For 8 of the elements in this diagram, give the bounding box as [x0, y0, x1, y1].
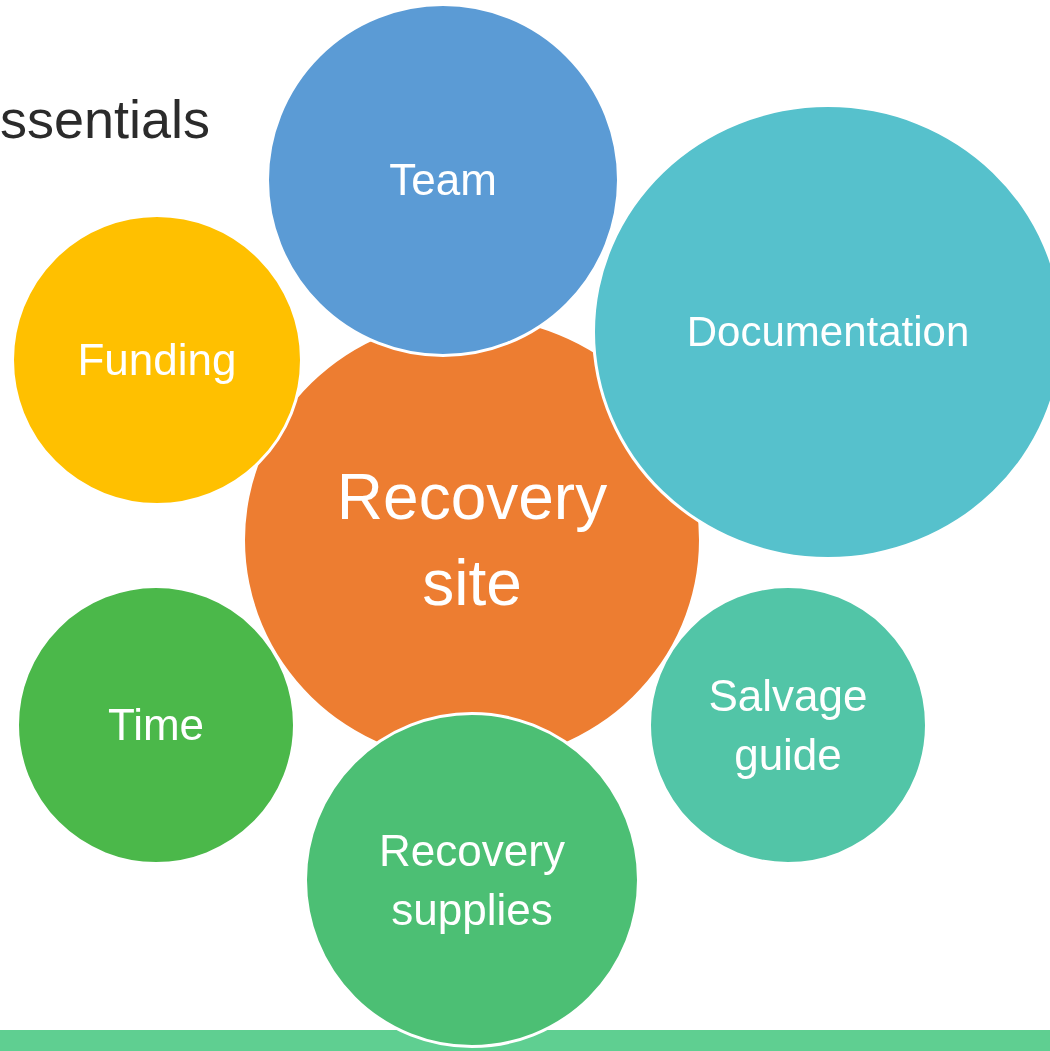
bubble-label: Funding — [76, 334, 238, 387]
bubble-label: Time — [106, 699, 206, 752]
bubble-label: Salvage guide — [707, 669, 869, 781]
bubble-label: Documentation — [685, 306, 971, 357]
heading-text: ssentials — [0, 88, 211, 150]
bubble-label: Recovery site — [335, 459, 609, 621]
bubble-label: Recovery supplies — [378, 824, 566, 936]
bubble-label: Team — [388, 154, 498, 207]
